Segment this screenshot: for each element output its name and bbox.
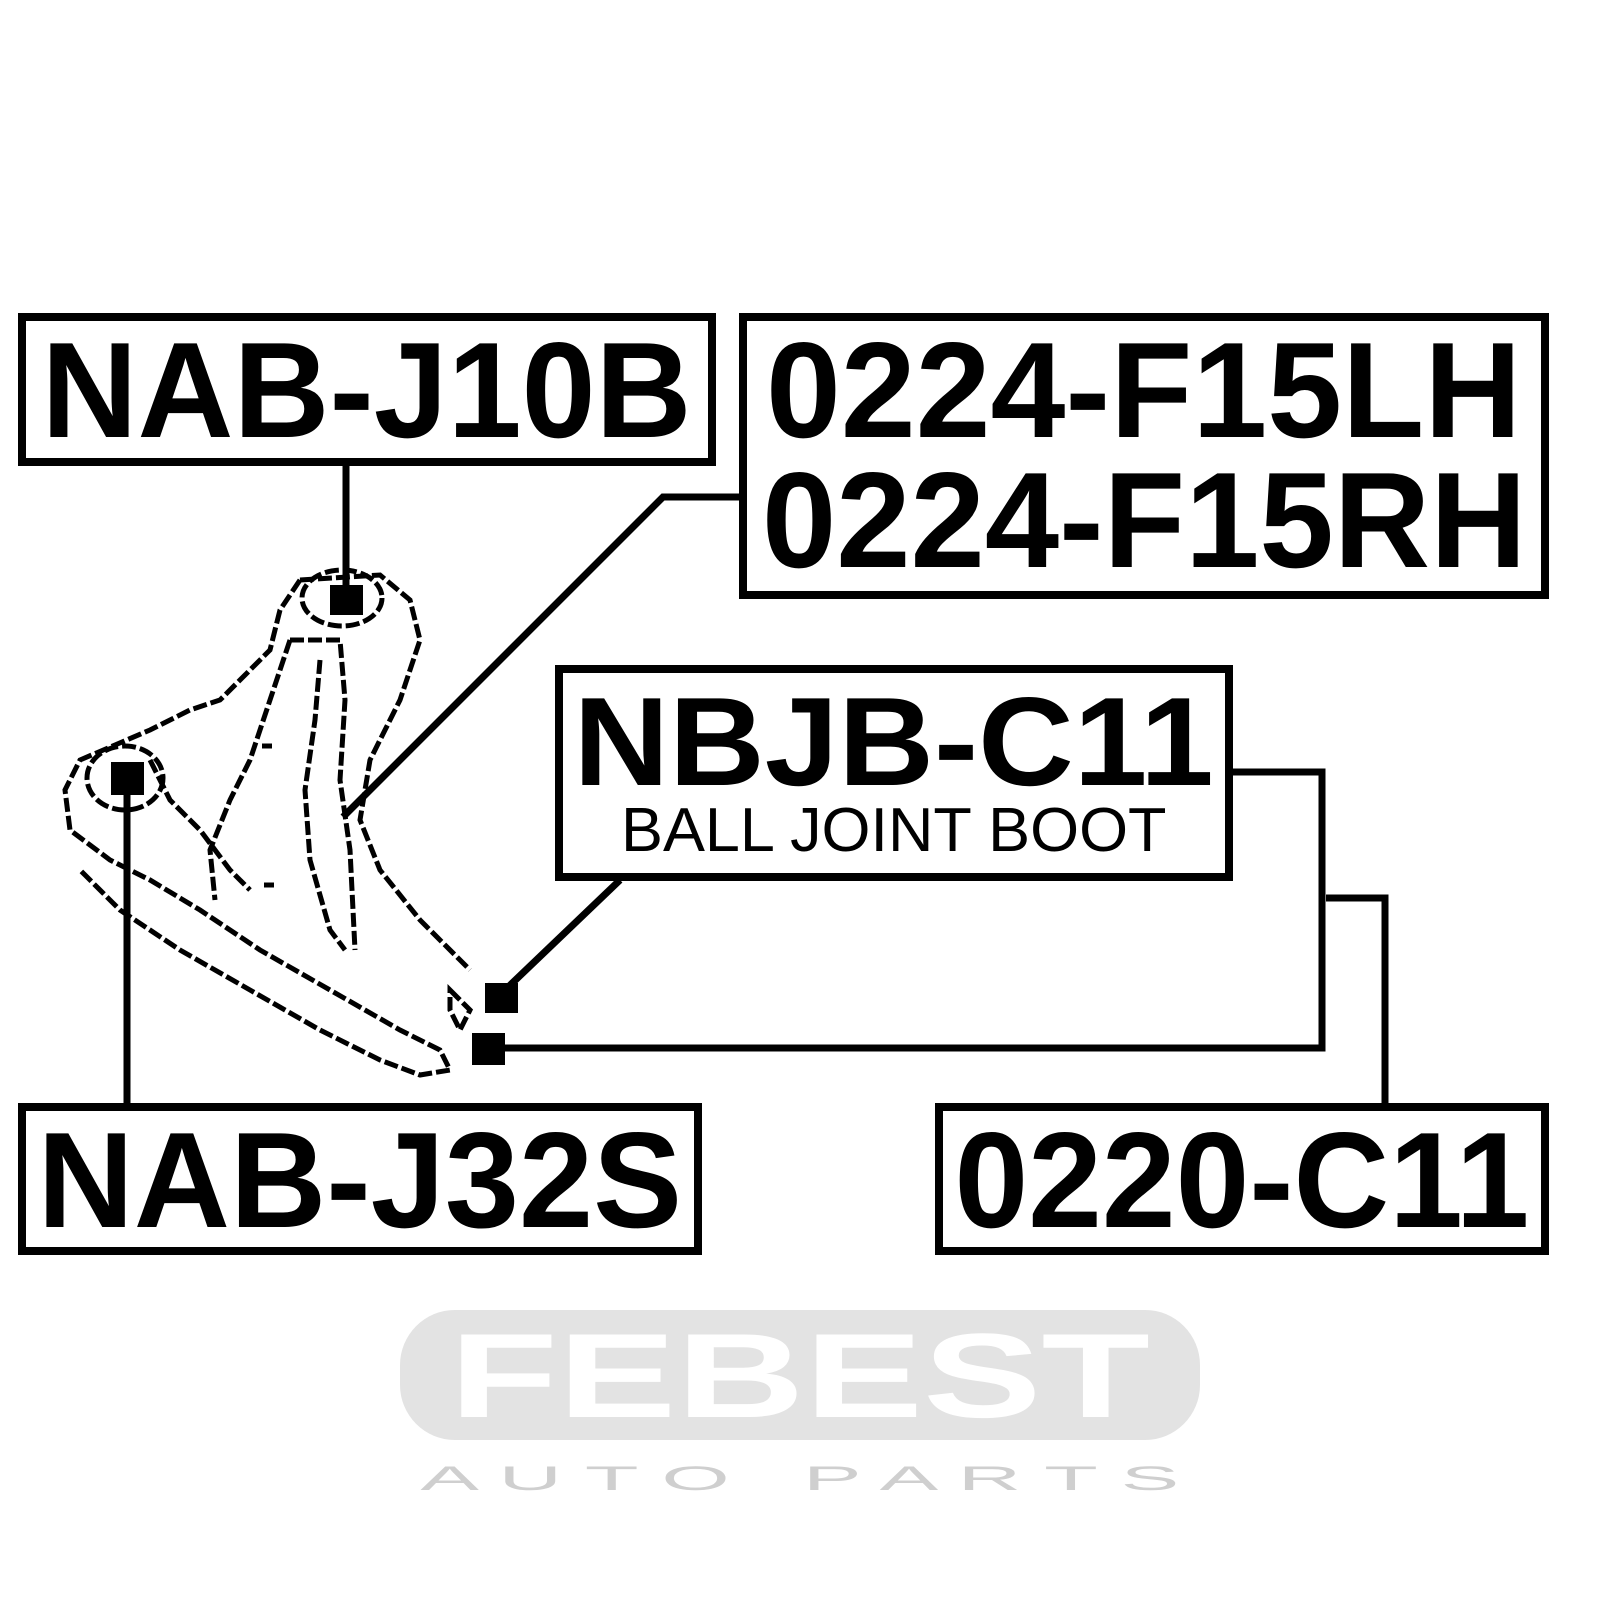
part-number-nab-j32s: NAB-J32S xyxy=(37,1104,683,1256)
part-number-0224-f15rh: 0224-F15RH xyxy=(761,444,1527,596)
leader-0220-c11-b xyxy=(1326,894,1389,1105)
part-number-nab-j32s-wrap: NAB-J32S xyxy=(22,1104,698,1256)
part-number-nab-j10b-wrap: NAB-J10B xyxy=(22,314,712,466)
marker-square xyxy=(472,1033,505,1065)
part-number-0220-c11-wrap: 0220-C11 xyxy=(939,1104,1545,1256)
watermark-plate xyxy=(400,1310,1200,1440)
control-arm-drawing xyxy=(62,567,474,1078)
leader-nbjb-c11 xyxy=(502,877,623,993)
part-number-nab-j10b: NAB-J10B xyxy=(41,314,693,466)
watermark-tagline-wrap: A U T O P A R T S xyxy=(400,1460,1200,1498)
part-description-ball-joint-boot: BALL JOINT BOOT xyxy=(621,796,1167,865)
part-number-nbjb-c11: NBJB-C11 xyxy=(573,671,1215,812)
part-description-wrap: BALL JOINT BOOT xyxy=(559,796,1229,865)
watermark-brand-wrap: FEBEST xyxy=(400,1309,1200,1443)
callout-markers xyxy=(111,585,518,1065)
part-number-nbjb-c11-wrap: NBJB-C11 xyxy=(559,671,1229,812)
marker-square xyxy=(485,983,518,1013)
marker-square xyxy=(111,762,144,795)
part-number-0224-f15rh-wrap: 0224-F15RH xyxy=(743,444,1545,596)
label-box-0220-c11 xyxy=(935,1103,1549,1255)
leader-0224-f15 xyxy=(340,493,741,820)
part-number-0220-c11: 0220-C11 xyxy=(954,1104,1530,1256)
label-box-nab-j32s xyxy=(18,1103,702,1255)
part-number-0224-f15lh: 0224-F15LH xyxy=(766,314,1522,466)
leader-0220-c11-a xyxy=(500,768,1326,1052)
label-box-nbjb-c11 xyxy=(555,665,1233,881)
leader-lines xyxy=(123,463,1389,1105)
label-box-nab-j10b xyxy=(18,313,716,466)
watermark-tagline: A U T O P A R T S xyxy=(420,1460,1180,1498)
label-box-0224-f15 xyxy=(739,313,1549,599)
marker-square xyxy=(330,585,363,615)
watermark-brand: FEBEST xyxy=(449,1309,1151,1443)
part-number-0224-f15lh-wrap: 0224-F15LH xyxy=(743,314,1545,466)
